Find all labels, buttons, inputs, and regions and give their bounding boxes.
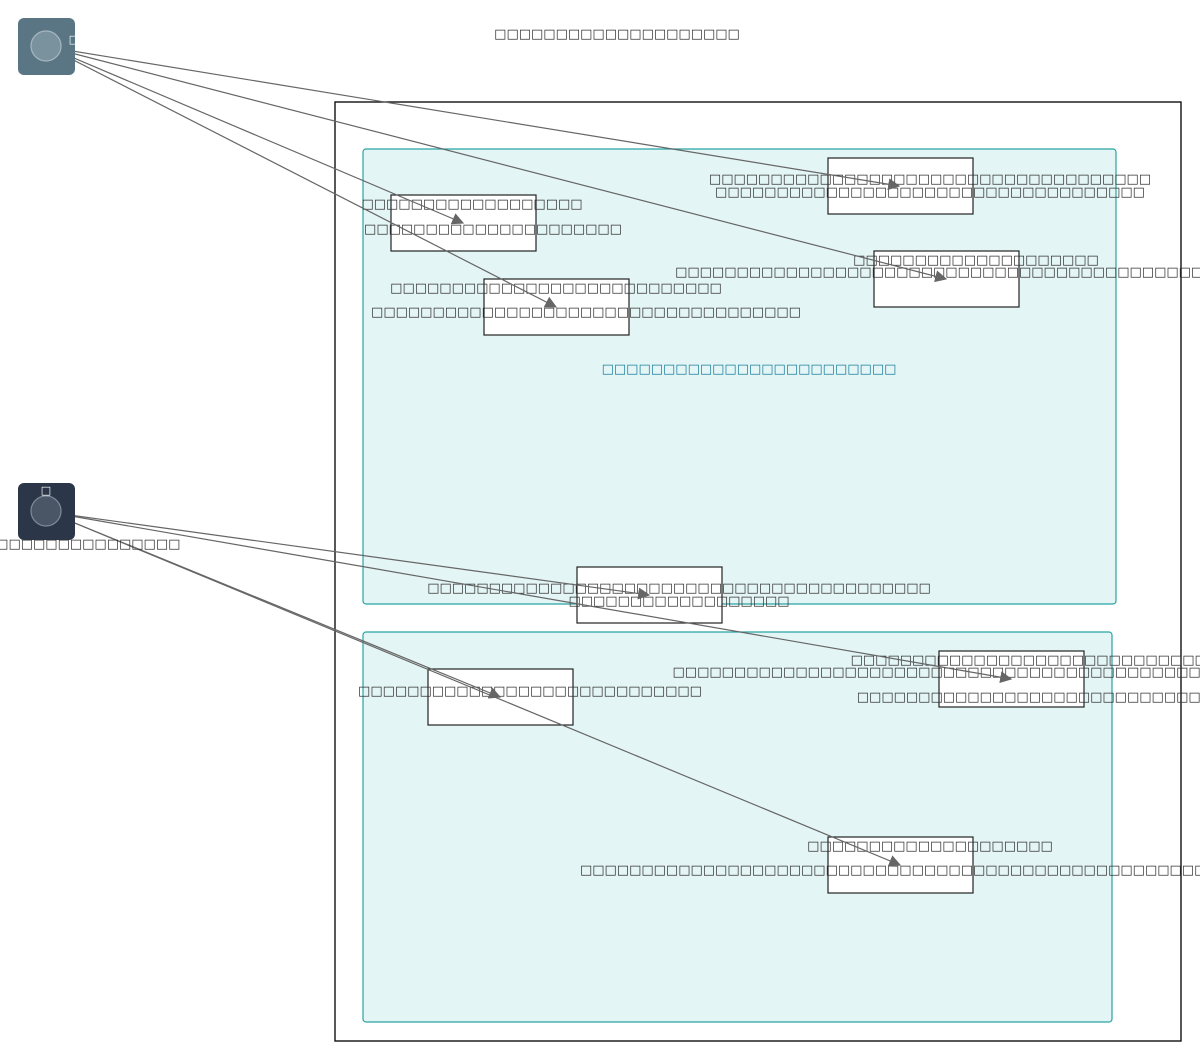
edge-actor2-node9	[47, 511, 902, 867]
edges-actor-2	[47, 511, 1013, 867]
node-3-line1: □□□□□□□□□□□□□□□□□□	[361, 197, 582, 212]
diagram-title: □□□□□□□□□□□□□□□□□□□□	[494, 27, 740, 42]
node-7[interactable]: □□□□□□□□□□□□□□□□□□□□□□□□□□□□□□□ □□□□□□□□…	[673, 650, 1200, 708]
user-circle-icon	[30, 30, 62, 62]
node-2-line2: □□□□□□□□□□□□□□□□□□□□□□□□□□□□□□□□□□□□□□□□…	[675, 265, 1200, 280]
actor-2-badge: □	[41, 484, 51, 497]
edge-actor2-node7	[47, 511, 1013, 684]
edge-actor2-node5	[47, 511, 651, 600]
node-1[interactable]: □□□□□□□□□□□□□□□□□□□□□□□□□□□□□□□□□□□□ □□□…	[709, 157, 1151, 215]
node-8[interactable]: □□□□□□□□□□□□□□□□□□□□□□□□□□□□□□	[857, 690, 1200, 705]
group-1-label: □□□□□□□□□□□□□□□□□□□□□□□□	[602, 362, 897, 377]
node-4-line1: □□□□□□□□□□□□□□□□□□□□□□□□□□□	[390, 281, 722, 296]
edge-actor1-node4	[47, 46, 558, 308]
edges-actor-1	[47, 46, 948, 308]
node-1-box	[827, 157, 974, 215]
node-5[interactable]: □□□□□□□□□□□□□□□□□□□□□□□□□□□□□□□□□□□□□□□□…	[427, 566, 931, 624]
node-3-line2: □□□□□□□□□□□□□□□□□□□□□	[364, 222, 622, 237]
edge-actor1-node2	[47, 46, 948, 283]
actor-1-badge: □	[69, 33, 79, 46]
node-8-line2: □□□□□□□□□□□□□□□□□□□□□□□□□□□□□□	[857, 690, 1200, 705]
actor-2-label: □□□□□□□□□□□□□□□□□	[0, 537, 180, 552]
actor-2[interactable]: □ □□□□□□□□□□□□□□□□□	[0, 483, 180, 552]
actor-1[interactable]: □	[18, 18, 79, 75]
node-5-line1: □□□□□□□□□□□□□□□□□□□□□□□□□□□□□□□□□□□□□□□□…	[427, 581, 931, 596]
node-5-box	[576, 566, 723, 624]
node-9-line2: □□□□□□□□□□□□□□□□□□□□□□□□□□□□□□□□□□□□□□□□…	[580, 863, 1200, 878]
edge-actor1-node1	[47, 46, 901, 191]
node-2[interactable]: □□□□□□□□□□□□□□□□□□□□ □□□□□□□□□□□□□□□□□□□…	[675, 250, 1200, 308]
node-1-line1: □□□□□□□□□□□□□□□□□□□□□□□□□□□□□□□□□□□□	[709, 172, 1151, 187]
node-7-line2: □□□□□□□□□□□□□□□□□□□□□□□□□□□□□□□□□□□□□□□□…	[673, 665, 1200, 680]
user-circle-icon	[30, 495, 62, 527]
node-7-box	[938, 650, 1085, 708]
node-4-line2: □□□□□□□□□□□□□□□□□□□□□□□□□□□□□□□□□□□	[371, 305, 801, 320]
node-5-line2: □□□□□□□□□□□□□□□□□□	[568, 594, 789, 609]
node-6-line1: □□□□□□□□□□□□□□□□□□□□□□□□□□□□	[358, 684, 702, 699]
node-1-line2: □□□□□□□□□□□□□□□□□□□□□□□□□□□□□□□□□□□	[715, 185, 1145, 200]
edge-actor1-node3	[47, 46, 465, 225]
node-2-line1: □□□□□□□□□□□□□□□□□□□□	[853, 253, 1099, 268]
node-7-line1: □□□□□□□□□□□□□□□□□□□□□□□□□□□□□□□	[851, 653, 1200, 668]
node-9-line1: □□□□□□□□□□□□□□□□□□□□	[807, 839, 1053, 854]
